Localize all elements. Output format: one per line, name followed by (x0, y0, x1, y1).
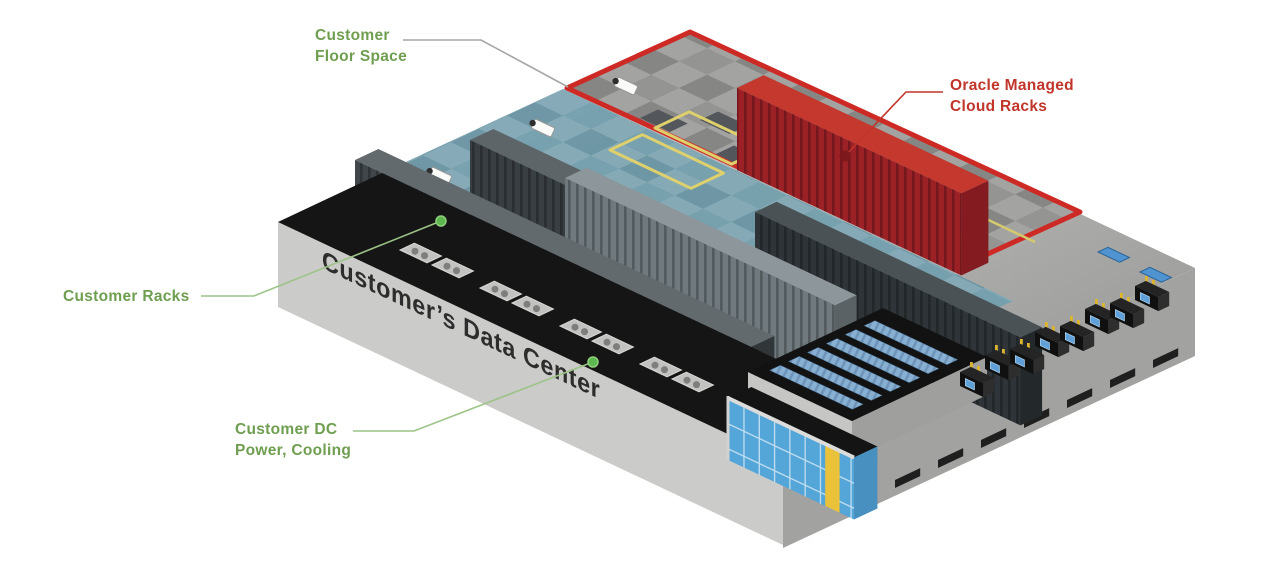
pdu-units (398, 242, 715, 393)
vent-dash (938, 448, 964, 468)
security-cameras (426, 76, 638, 186)
cooling-grille (806, 347, 902, 392)
switchgear-screen (1140, 291, 1150, 305)
cable-tray (608, 133, 725, 190)
security-camera-icon (529, 118, 555, 138)
switchgear-unit (1010, 339, 1045, 375)
cooling-unit-trim (727, 396, 855, 460)
plant-plinth-right (852, 357, 987, 459)
dc-power-callout-line (353, 361, 594, 432)
switchgear-unit (1110, 293, 1145, 329)
switchgear-unit (960, 362, 995, 398)
pdu-box (478, 280, 523, 302)
dc-power-label-line2: Power, Cooling (235, 442, 351, 459)
pdu-pair (558, 318, 635, 355)
customer-racks-callout-line (201, 220, 442, 297)
pdu-box (398, 242, 443, 264)
oracle-racks-label-line1: Oracle Managed (950, 77, 1074, 94)
switchgear-unit (1135, 276, 1170, 312)
vent-dash (1024, 408, 1050, 428)
switchgear-unit (1060, 316, 1095, 352)
pdu-box (590, 333, 635, 355)
oracle-managed-rack-row (737, 75, 989, 276)
cooling-grille (863, 320, 959, 366)
callouts: Customer Floor Space Oracle Managed Clou… (63, 27, 1074, 459)
cooling-unit-yellow-stripe (825, 443, 840, 513)
callout-dot-icon (435, 215, 447, 227)
grille-platform-top (748, 308, 987, 421)
floor-space-callout-line (403, 39, 569, 88)
pdu-pair (398, 242, 475, 279)
vent-dashes (895, 348, 1179, 488)
floor-space-label-line2: Floor Space (315, 48, 407, 65)
dark-tile (640, 109, 688, 132)
switchgear-screen (990, 360, 1000, 374)
cooling-grille (787, 356, 883, 401)
customer-racks-label: Customer Racks (63, 288, 190, 305)
rack-top (565, 167, 857, 306)
floor-vent (1138, 266, 1173, 283)
pdu-box (638, 356, 683, 378)
vent-dash (895, 468, 921, 488)
vent-dash (981, 428, 1007, 448)
floor-vent (1096, 246, 1131, 263)
pdu-box (558, 318, 603, 340)
cooling-unit (726, 387, 878, 520)
oracle-racks-callout-line (844, 91, 943, 157)
dark-tile (700, 111, 748, 134)
vent-dash (1110, 368, 1136, 388)
base-front-face (278, 222, 783, 545)
switchgear-screen (1040, 337, 1050, 351)
cooling-grille (825, 338, 921, 383)
pdu-pair (638, 356, 715, 393)
pdu-box (510, 295, 555, 317)
pdu-pair (478, 280, 555, 317)
oracle-racks-label-line2: Cloud Racks (950, 98, 1047, 115)
oracle-rack-slats (737, 88, 962, 276)
switchgear-screen (1115, 308, 1125, 322)
switchgear-screen (1065, 331, 1075, 345)
vent-dash (1067, 388, 1093, 408)
cooling-grilles (769, 320, 959, 410)
cooling-grille (844, 329, 940, 374)
oracle-rack-end (961, 180, 989, 276)
cooling-unit-end (854, 446, 878, 520)
power-band (278, 173, 887, 460)
floor-vents (1096, 246, 1173, 283)
switchgear-screen (965, 377, 975, 391)
callout-dot-icon (587, 356, 599, 368)
rack-top (755, 201, 1043, 338)
cooling-unit-top (728, 387, 878, 458)
pdu-box (430, 257, 475, 279)
switchgear-screen (1015, 354, 1025, 368)
cooling-plant (726, 308, 987, 520)
security-camera-icon (612, 76, 638, 96)
pdu-box (670, 371, 715, 393)
oracle-rack-top (737, 75, 989, 194)
callout-dot-icon (839, 150, 851, 162)
cooling-grille (769, 364, 864, 410)
switchgear-screen (1090, 314, 1100, 328)
floor-space-label-line1: Customer (315, 27, 390, 44)
vent-dash (1153, 348, 1179, 368)
dc-power-label-line1: Customer DC (235, 421, 337, 438)
switchgear-rows (960, 276, 1170, 398)
rack-top (355, 149, 775, 347)
cooling-unit-front (728, 398, 854, 520)
